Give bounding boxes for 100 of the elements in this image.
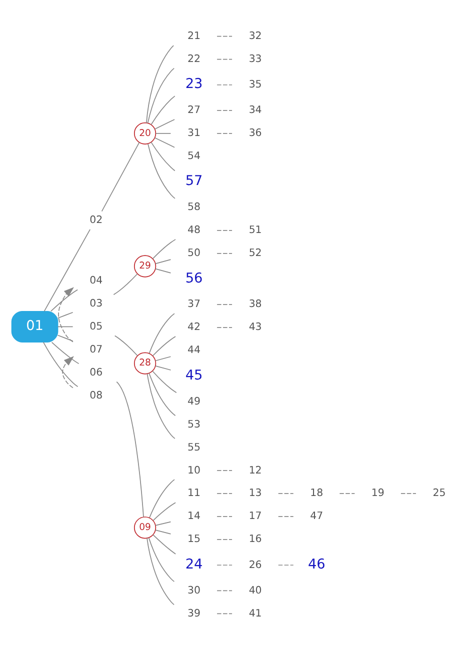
connector xyxy=(57,334,74,342)
connector xyxy=(57,326,74,328)
connector xyxy=(152,336,176,356)
connector xyxy=(152,502,176,521)
connector xyxy=(51,342,80,364)
connector xyxy=(339,493,356,494)
node-text: 03 xyxy=(90,298,103,310)
node-text: 41 xyxy=(248,608,262,620)
connector xyxy=(152,370,177,394)
node-text: 31 xyxy=(188,128,200,140)
node-text: 02 xyxy=(90,214,103,226)
connector xyxy=(216,304,232,305)
connector xyxy=(155,259,172,264)
node-text: 45 xyxy=(185,367,203,384)
node-text: 34 xyxy=(248,105,262,116)
node-text: 06 xyxy=(90,367,103,378)
node-text: 08 xyxy=(90,390,103,402)
node-text: 46 xyxy=(308,556,326,572)
node-text: 24 xyxy=(185,556,203,572)
connector xyxy=(44,229,90,312)
connector xyxy=(113,273,138,296)
node-text: 19 xyxy=(371,488,384,500)
connector xyxy=(216,327,232,328)
connector xyxy=(146,45,174,124)
node-text: 44 xyxy=(188,345,200,356)
connector xyxy=(216,253,232,254)
connector xyxy=(42,342,78,388)
connector xyxy=(216,58,232,60)
node-text: 48 xyxy=(188,225,200,236)
connector xyxy=(216,564,232,566)
connector xyxy=(147,68,175,124)
connector xyxy=(278,516,294,517)
node-text: 39 xyxy=(188,608,200,620)
node-text: 52 xyxy=(248,248,262,260)
connector xyxy=(216,36,232,37)
node-circle: 09 xyxy=(134,516,156,539)
connector xyxy=(146,538,174,606)
connector xyxy=(150,96,176,126)
connector xyxy=(216,539,232,540)
connector xyxy=(155,521,172,526)
node-text: 40 xyxy=(248,585,262,596)
connector xyxy=(154,137,175,148)
connector xyxy=(148,143,176,199)
node-text: 36 xyxy=(248,128,262,140)
node-text: 25 xyxy=(432,488,446,500)
node-text: 04 xyxy=(90,275,103,286)
node-text: 49 xyxy=(188,396,200,408)
node-text: 57 xyxy=(185,173,203,190)
node-text: 26 xyxy=(248,560,262,571)
connector xyxy=(216,230,232,231)
connector xyxy=(155,268,172,274)
node-text: 35 xyxy=(248,80,262,91)
connector xyxy=(57,312,74,319)
node-text: 17 xyxy=(248,511,262,522)
connector xyxy=(216,613,232,614)
node-text: 22 xyxy=(188,54,200,65)
node-text: 30 xyxy=(188,585,200,596)
node-text: 33 xyxy=(248,54,262,65)
connector xyxy=(114,335,138,356)
connector xyxy=(278,564,294,566)
connector xyxy=(148,537,175,582)
connector xyxy=(155,132,172,134)
node-text: 37 xyxy=(188,299,200,310)
node-circle: 20 xyxy=(134,122,156,144)
connector xyxy=(155,365,172,370)
arrow xyxy=(58,287,74,342)
connector xyxy=(216,110,232,111)
connector xyxy=(50,289,78,312)
node-box: 01 xyxy=(11,310,58,342)
node-text: 11 xyxy=(188,488,200,500)
node-text: 16 xyxy=(248,534,262,546)
node-text: 32 xyxy=(248,30,262,42)
node-text: 10 xyxy=(188,465,200,476)
arrow xyxy=(62,356,74,388)
connector xyxy=(150,142,176,172)
node-text: 55 xyxy=(188,442,200,454)
connector xyxy=(152,534,176,554)
connector xyxy=(216,516,232,517)
node-text: 42 xyxy=(188,322,200,334)
node-text: 43 xyxy=(248,322,262,334)
connector xyxy=(216,470,232,472)
node-text: 12 xyxy=(248,465,262,476)
node-text: 23 xyxy=(185,76,203,92)
node-text: 13 xyxy=(248,488,262,500)
connector xyxy=(148,372,176,416)
node-text: 53 xyxy=(188,419,200,430)
connector xyxy=(155,530,172,534)
node-circle: 29 xyxy=(134,255,156,278)
connector xyxy=(149,479,175,518)
connector xyxy=(152,239,176,260)
connector xyxy=(154,119,175,130)
connector xyxy=(155,356,172,362)
node-text: 14 xyxy=(188,511,200,522)
node-text: 47 xyxy=(310,511,324,522)
connector xyxy=(400,493,416,494)
connector xyxy=(148,313,175,354)
connector xyxy=(216,84,232,86)
connector xyxy=(116,381,144,518)
node-text: 58 xyxy=(188,202,200,214)
node-text: 27 xyxy=(188,105,200,116)
